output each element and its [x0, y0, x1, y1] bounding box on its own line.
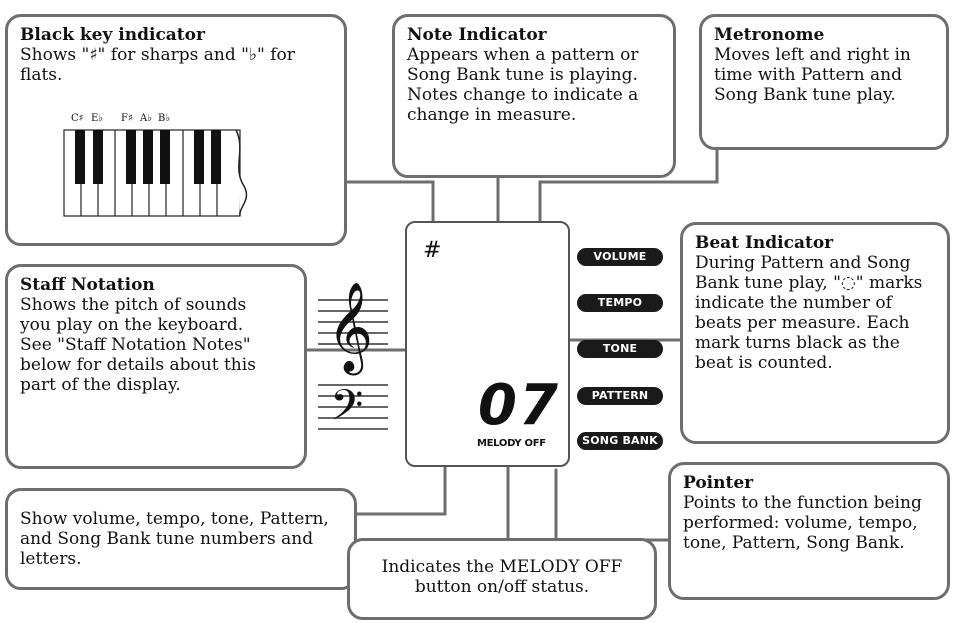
callout-black-key-title: Black key indicator — [20, 25, 205, 45]
volume-label: VOLUME — [577, 248, 663, 266]
callout-numbers-body: Show volume, tempo, tone, Pattern, and S… — [20, 509, 329, 569]
callout-numbers: Show volume, tempo, tone, Pattern, and S… — [5, 488, 357, 590]
callout-note-body: Appears when a pattern or Song Bank tune… — [407, 45, 639, 125]
key-label-c-sharp: C♯ — [71, 113, 84, 124]
callout-metronome: Metronome Moves left and right in time w… — [699, 14, 949, 150]
connector-black-key — [343, 180, 435, 234]
bass-clef-icon: 𝄢 — [330, 381, 363, 441]
lcd-digits: 07 — [478, 373, 560, 438]
key-label-b-flat: B♭ — [158, 113, 170, 124]
callout-beat: Beat Indicator During Pattern and Song B… — [680, 222, 950, 444]
callout-beat-body: During Pattern and Song Bank tune play, … — [695, 253, 923, 373]
callout-note: Note Indicator Appears when a pattern or… — [392, 14, 676, 178]
grand-staff — [318, 299, 388, 430]
key-label-e-flat: E♭ — [91, 113, 103, 124]
callout-pointer-title: Pointer — [683, 473, 754, 493]
callout-pointer: Pointer Points to the function being per… — [668, 462, 950, 600]
key-label-f-sharp: F♯ — [121, 113, 133, 124]
pattern-label: PATTERN — [577, 387, 663, 405]
callout-staff-title: Staff Notation — [20, 275, 155, 295]
callout-melody-body: Indicates the MELODY OFF button on/off s… — [381, 557, 623, 597]
tone-label: TONE — [577, 340, 663, 358]
melody-off-label: MELODY OFF — [477, 438, 546, 449]
callout-metronome-body: Moves left and right in time with Patter… — [714, 45, 911, 105]
callout-staff: Staff Notation Shows the pitch of sounds… — [5, 264, 307, 469]
callout-pointer-body: Points to the function being performed: … — [683, 493, 922, 553]
callout-beat-title: Beat Indicator — [695, 233, 834, 253]
callout-metronome-title: Metronome — [714, 25, 825, 45]
key-label-a-flat: A♭ — [139, 113, 152, 124]
callout-staff-body: Shows the pitch of sounds you play on th… — [20, 295, 256, 395]
song-bank-label: SONG BANK — [577, 432, 663, 450]
callout-black-key-body: Shows "♯" for sharps and "♭" for flats. — [20, 45, 295, 85]
treble-clef-icon: 𝄞 — [327, 282, 373, 376]
lcd-sharp-symbol: # — [423, 238, 442, 263]
tempo-label: TEMPO — [577, 294, 663, 312]
callout-note-title: Note Indicator — [407, 25, 547, 45]
callout-melody: Indicates the MELODY OFF button on/off s… — [347, 538, 657, 620]
lcd-display — [405, 221, 570, 467]
